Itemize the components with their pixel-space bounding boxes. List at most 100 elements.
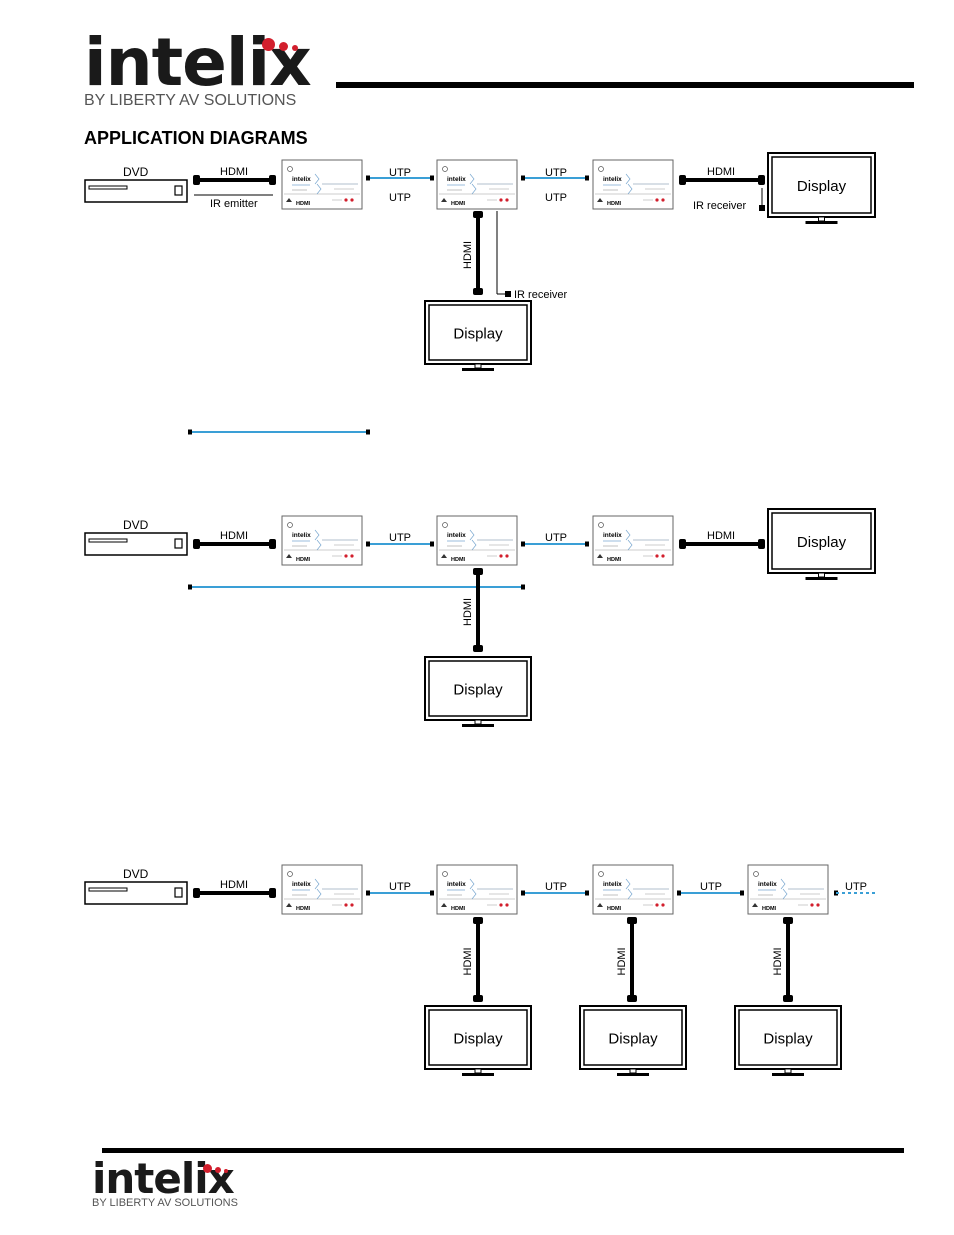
unit-hdmi-mark: HDMI [762, 906, 777, 912]
display-neck [818, 572, 825, 578]
utp-plug [740, 890, 744, 896]
unit-brand: intelix [447, 176, 466, 183]
unit-arrows [469, 529, 477, 551]
unit-led [505, 198, 509, 202]
unit-gear-icon [287, 166, 293, 172]
utp-plug [521, 584, 525, 590]
display-screen: Display [579, 1005, 687, 1076]
unit-led [344, 198, 348, 202]
display-label: Display [763, 1031, 813, 1048]
unit-body [592, 864, 674, 915]
utp-plug [430, 541, 434, 547]
unit-arrows [625, 173, 633, 195]
unit-gear-icon [442, 522, 448, 528]
utp-plug [677, 890, 681, 896]
logo-dot-large [262, 38, 275, 51]
unit-body [281, 864, 363, 915]
hdmi-plug [193, 888, 200, 898]
unit-hdmi-mark: HDMI [296, 201, 311, 207]
footer-rule [102, 1148, 904, 1153]
ir-receiver-sensor [505, 291, 511, 297]
unit-gear-icon [287, 522, 293, 528]
utp-label: UTP [389, 192, 411, 204]
hdmi-plug [473, 645, 483, 652]
hdmi-plug [783, 995, 793, 1002]
logo-dot-medium [279, 42, 288, 51]
display-neck [474, 363, 482, 369]
unit-led [661, 903, 665, 907]
dvd-button [174, 185, 183, 196]
unit-body [747, 864, 829, 915]
unit-body [592, 159, 674, 210]
unit-led [655, 903, 659, 907]
unit-gear-icon [598, 166, 604, 172]
unit-brand: intelix [292, 881, 311, 888]
unit-led [350, 903, 354, 907]
display-screen: Display [734, 1005, 842, 1076]
display-stand [462, 368, 494, 371]
unit-led [505, 554, 509, 558]
display-stand [805, 577, 838, 580]
footer-logo-dot-large [203, 1164, 212, 1173]
unit-hdmi-logo-icon [441, 903, 447, 907]
unit-led [344, 554, 348, 558]
section-heading: APPLICATION DIAGRAMS [84, 128, 308, 148]
utp-label: UTP [845, 881, 867, 893]
hdmi-plug [473, 917, 483, 924]
utp-label: UTP [545, 192, 567, 204]
utp-plug [366, 890, 370, 896]
footer-logo-dot-medium [215, 1167, 221, 1173]
unit-hdmi-mark: HDMI [451, 557, 466, 563]
utp-plug [430, 890, 434, 896]
unit-brand: intelix [447, 881, 466, 888]
display-panel [738, 1009, 838, 1066]
hdmi-label: HDMI [616, 947, 628, 975]
display-stand [462, 1073, 494, 1076]
ir-emitter-label: IR emitter [210, 198, 258, 210]
unit-led [816, 903, 820, 907]
hdmi-plug [193, 175, 200, 185]
hdmi-label: HDMI [220, 879, 248, 891]
unit-brand: intelix [758, 881, 777, 888]
utp-plug [188, 584, 192, 590]
display-stand [805, 221, 838, 224]
logo-tagline: BY LIBERTY AV SOLUTIONS [84, 92, 297, 109]
display-neck [784, 1068, 792, 1074]
hdmi-plug [679, 175, 686, 185]
utp-label: UTP [389, 881, 411, 893]
display-neck [629, 1068, 637, 1074]
dvd-player [84, 532, 188, 556]
unit-brand: intelix [292, 532, 311, 539]
display-screen: Display [424, 656, 532, 727]
hdmi-label: HDMI [707, 166, 735, 178]
dvd-player [84, 179, 188, 203]
display-neck [818, 216, 825, 222]
unit-gear-icon [753, 871, 759, 877]
hdmi-label: HDMI [707, 530, 735, 542]
unit-brand: intelix [447, 532, 466, 539]
hdmi-plug [758, 539, 765, 549]
footer-logo-tagline: BY LIBERTY AV SOLUTIONS [92, 1197, 238, 1209]
unit-body [592, 515, 674, 566]
dvd-button [174, 538, 183, 549]
hdmi-label: HDMI [462, 241, 474, 269]
ir-receiver-label: IR receiver [514, 289, 568, 301]
hdmi-plug [269, 888, 276, 898]
unit-arrows [314, 529, 322, 551]
hdmi-label: HDMI [462, 598, 474, 626]
unit-gear-icon [598, 522, 604, 528]
utp-plug [521, 541, 525, 547]
display-panel [428, 304, 528, 361]
unit-led [499, 903, 503, 907]
utp-label: UTP [700, 881, 722, 893]
unit-arrows [469, 173, 477, 195]
utp-label: UTP [545, 881, 567, 893]
hdmi-plug [473, 211, 483, 218]
unit-led [344, 903, 348, 907]
footer-logo: intelix BY LIBERTY AV SOLUTIONS [92, 1158, 238, 1210]
unit-led [499, 198, 503, 202]
unit-led [350, 198, 354, 202]
